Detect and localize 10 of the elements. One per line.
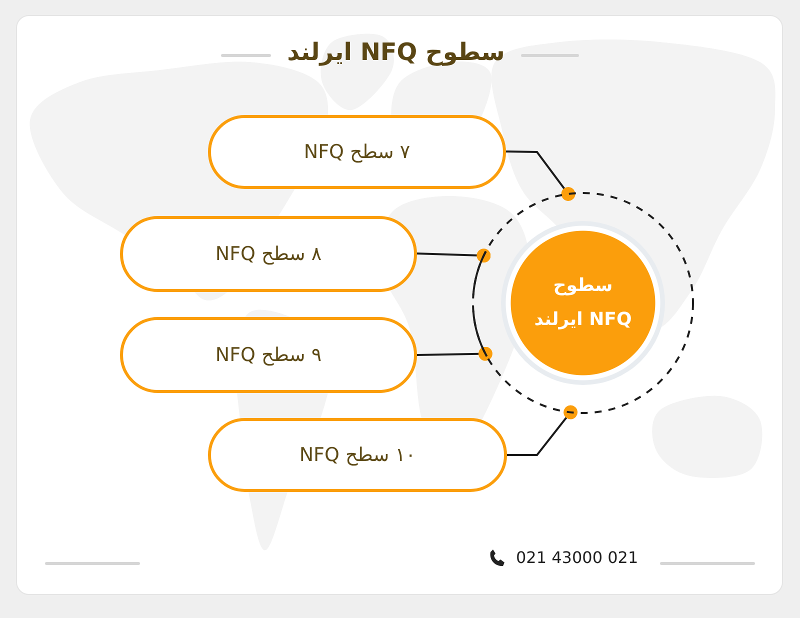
rounded-box: ۸ سطح NFQ — [120, 216, 417, 292]
connector — [416, 346, 492, 361]
title: سطوح NFQ ایرلند — [287, 37, 505, 68]
connector — [507, 405, 578, 456]
rounded-box: ۹ سطح NFQ — [120, 317, 417, 393]
connector — [506, 150, 576, 201]
rounded-box: ۱۰ سطح NFQ — [208, 418, 507, 492]
rounded-box: ۷ سطح NFQ — [208, 114, 506, 188]
phone-number: 021 43000 021 — [516, 548, 638, 568]
connector — [416, 248, 491, 263]
